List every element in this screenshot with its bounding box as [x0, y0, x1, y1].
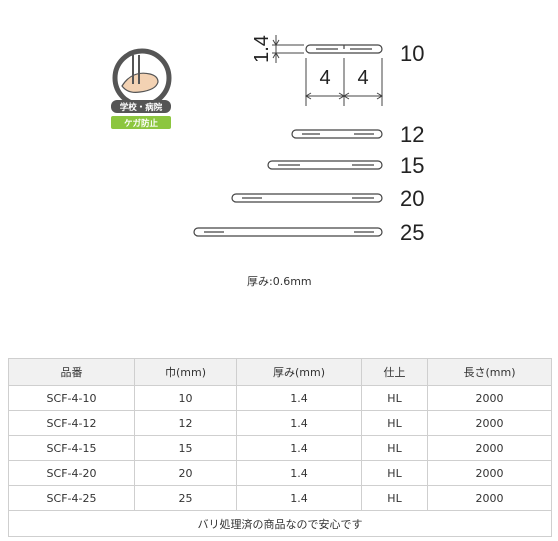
spec-table: 品番 巾(mm) 厚み(mm) 仕上 長さ(mm) SCF-4-10 10 1.…: [8, 358, 552, 537]
thickness-note: 厚み:0.6mm: [247, 275, 312, 288]
table-row: SCF-4-20 20 1.4 HL 2000: [8, 460, 552, 486]
table-row: SCF-4-15 15 1.4 HL 2000: [8, 435, 552, 461]
table-footer-note: バリ処理済の商品なので安心です: [8, 510, 552, 537]
thickness-dimension: [272, 35, 304, 63]
cell-width: 12: [134, 410, 237, 436]
cell-length: 2000: [427, 460, 552, 486]
badge-top-bg: [111, 100, 171, 113]
safety-badge: 学校・病院 ケガ防止: [111, 48, 172, 129]
cell-finish: HL: [361, 385, 428, 411]
cell-thickness: 1.4: [236, 435, 362, 461]
cell-width: 10: [134, 385, 237, 411]
header-finish: 仕上: [361, 358, 428, 386]
header-length: 長さ(mm): [427, 358, 552, 386]
cell-part-number: SCF-4-10: [8, 385, 135, 411]
cell-thickness: 1.4: [236, 410, 362, 436]
cell-length: 2000: [427, 385, 552, 411]
table-row: SCF-4-10 10 1.4 HL 2000: [8, 385, 552, 411]
profile-20: [231, 193, 383, 203]
cell-length: 2000: [427, 435, 552, 461]
header-width: 巾(mm): [134, 358, 237, 386]
thickness-dim-label: 1.4: [251, 35, 273, 63]
cell-width: 15: [134, 435, 237, 461]
cell-part-number: SCF-4-15: [8, 435, 135, 461]
badge-line2: ケガ防止: [124, 118, 159, 129]
cell-part-number: SCF-4-25: [8, 485, 135, 511]
cell-length: 2000: [427, 410, 552, 436]
gap-dim-right: 4: [357, 67, 368, 89]
cell-finish: HL: [361, 485, 428, 511]
cell-part-number: SCF-4-12: [8, 410, 135, 436]
table-row: SCF-4-12 12 1.4 HL 2000: [8, 410, 552, 436]
profile-10: [305, 44, 383, 54]
cell-finish: HL: [361, 410, 428, 436]
table-header-row: 品番 巾(mm) 厚み(mm) 仕上 長さ(mm): [8, 358, 552, 386]
header-thickness: 厚み(mm): [236, 358, 362, 386]
table-row: SCF-4-25 25 1.4 HL 2000: [8, 485, 552, 511]
profile-25: [193, 227, 383, 237]
cell-thickness: 1.4: [236, 385, 362, 411]
gap-dimension: [305, 58, 383, 106]
cell-finish: HL: [361, 435, 428, 461]
badge-bottom-bg: [111, 116, 171, 129]
table-footer-row: バリ処理済の商品なので安心です: [8, 510, 552, 537]
cell-part-number: SCF-4-20: [8, 460, 135, 486]
size-label-15: 15: [400, 153, 424, 178]
size-label-25: 25: [400, 220, 424, 245]
profile-15: [267, 160, 383, 170]
cell-thickness: 1.4: [236, 485, 362, 511]
badge-line1: 学校・病院: [120, 102, 163, 113]
size-label-20: 20: [400, 186, 424, 211]
cell-finish: HL: [361, 460, 428, 486]
finger-icon: [112, 48, 172, 108]
cell-length: 2000: [427, 485, 552, 511]
gap-dim-left: 4: [319, 67, 330, 89]
cell-width: 25: [134, 485, 237, 511]
cell-width: 20: [134, 460, 237, 486]
cell-thickness: 1.4: [236, 460, 362, 486]
size-label-10: 10: [400, 41, 424, 66]
size-label-12: 12: [400, 122, 424, 147]
profile-12: [291, 129, 383, 139]
header-part-number: 品番: [8, 358, 135, 386]
profile-diagram: 学校・病院 ケガ防止 1.4 10 4 4 12: [111, 35, 424, 245]
